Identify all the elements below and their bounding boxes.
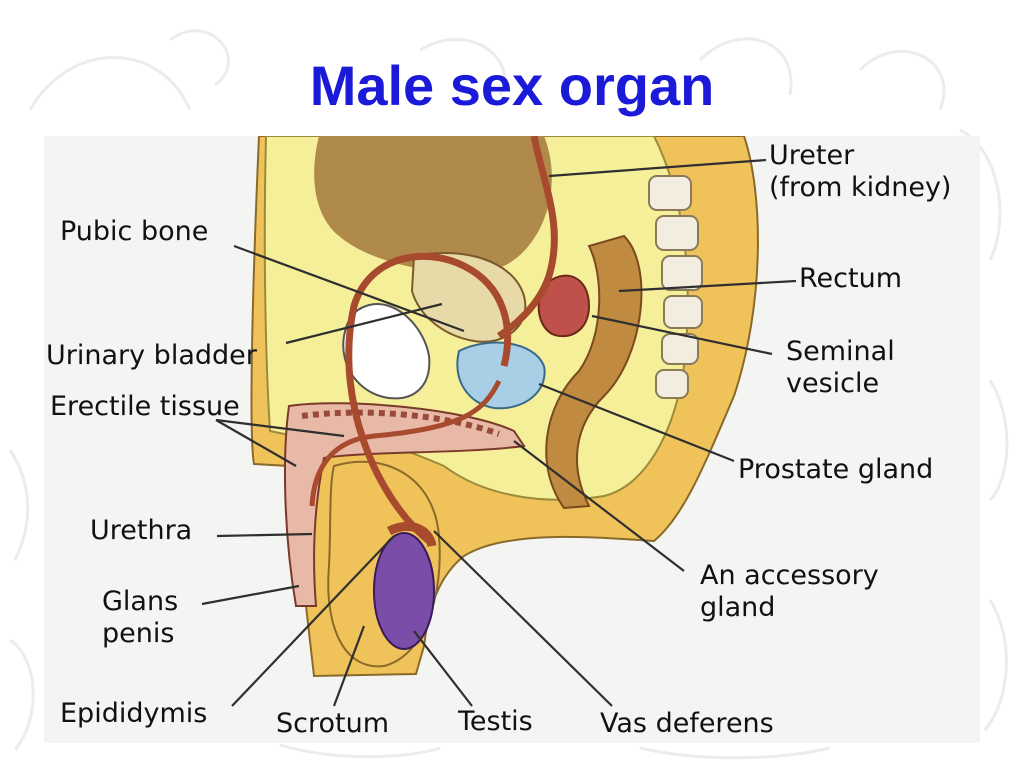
ureter-tube [497, 136, 558, 339]
label-rectum: Rectum [799, 263, 903, 294]
label-scrotum: Scrotum [276, 708, 390, 739]
label-vas-deferens: Vas deferens [600, 708, 774, 739]
intestine [314, 136, 552, 272]
label-testis: Testis [458, 706, 533, 737]
label-urethra: Urethra [90, 515, 193, 546]
bladder-shape [410, 252, 527, 343]
label-prostate-gland: Prostate gland [738, 454, 934, 485]
leader-lines [201, 158, 797, 707]
anatomy-illustration [201, 136, 797, 707]
page-title: Male sex organ [309, 54, 715, 117]
label-glans-penis: Glans penis [102, 586, 179, 649]
vas-deferens-tube [345, 252, 512, 544]
label-ureter: Ureter (from kidney) [769, 140, 952, 203]
label-epididymis: Epididymis [60, 698, 208, 729]
spine [648, 175, 703, 399]
erectile-tissue-shape [301, 409, 501, 437]
anatomy-figure: Ureter (from kidney) Pubic bone Rectum U… [44, 136, 980, 743]
seminal-vesicle-shape [537, 274, 591, 338]
label-pubic-bone: Pubic bone [60, 216, 209, 247]
urethra-tube [309, 379, 502, 507]
label-erectile-tissue: Erectile tissue [50, 391, 240, 422]
rectum-shape [545, 234, 643, 510]
testis-shape [373, 532, 435, 650]
label-urinary-bladder: Urinary bladder [46, 340, 257, 371]
label-seminal-vesicle: Seminal vesicle [786, 336, 895, 399]
label-accessory-gland: An accessory gland [700, 560, 879, 623]
